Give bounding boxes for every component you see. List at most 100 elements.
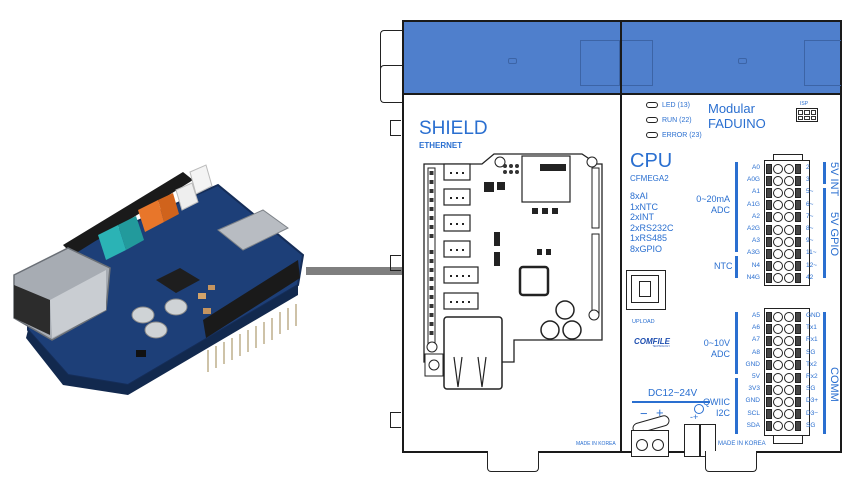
- terminal-release-tab[interactable]: [795, 360, 801, 371]
- terminal-hole[interactable]: [784, 311, 794, 322]
- terminal-hole[interactable]: [773, 396, 783, 407]
- terminal-hole[interactable]: [784, 248, 794, 259]
- terminal-release-tab[interactable]: [766, 200, 772, 211]
- terminal-hole[interactable]: [784, 200, 794, 211]
- terminal-release-tab[interactable]: [795, 200, 801, 211]
- terminal-release-tab[interactable]: [766, 187, 772, 198]
- terminal-hole[interactable]: [773, 360, 783, 371]
- terminal-hole[interactable]: [784, 409, 794, 420]
- lower-terminal-row[interactable]: [766, 383, 801, 396]
- terminal-hole[interactable]: [773, 409, 783, 420]
- terminal-hole[interactable]: [773, 187, 783, 198]
- upper-terminal-row[interactable]: [766, 235, 801, 248]
- terminal-hole[interactable]: [773, 323, 783, 334]
- terminal-hole[interactable]: [784, 163, 794, 174]
- terminal-hole[interactable]: [784, 360, 794, 371]
- terminal-hole[interactable]: [784, 348, 794, 359]
- terminal-release-tab[interactable]: [795, 224, 801, 235]
- terminal-release-tab[interactable]: [766, 360, 772, 371]
- terminal-hole[interactable]: [773, 248, 783, 259]
- terminal-release-tab[interactable]: [766, 261, 772, 272]
- terminal-release-tab[interactable]: [766, 421, 772, 432]
- terminal-hole[interactable]: [784, 187, 794, 198]
- lower-terminal-row[interactable]: [766, 371, 801, 384]
- terminal-release-tab[interactable]: [795, 323, 801, 334]
- terminal-hole[interactable]: [784, 175, 794, 186]
- upper-terminal-row[interactable]: [766, 272, 801, 285]
- terminal-release-tab[interactable]: [795, 248, 801, 259]
- upper-terminal-row[interactable]: [766, 223, 801, 236]
- lower-terminal-row[interactable]: [766, 420, 801, 433]
- terminal-hole[interactable]: [773, 236, 783, 247]
- terminal-release-tab[interactable]: [766, 311, 772, 322]
- terminal-hole[interactable]: [773, 348, 783, 359]
- usb-upload-port[interactable]: [626, 270, 666, 310]
- terminal-release-tab[interactable]: [795, 421, 801, 432]
- terminal-hole[interactable]: [784, 224, 794, 235]
- upper-terminal-row[interactable]: [766, 174, 801, 187]
- terminal-hole[interactable]: [784, 335, 794, 346]
- upper-terminal-row[interactable]: [766, 199, 801, 212]
- terminal-hole[interactable]: [773, 163, 783, 174]
- lower-terminal-row[interactable]: [766, 310, 801, 323]
- terminal-hole[interactable]: [784, 372, 794, 383]
- terminal-release-tab[interactable]: [766, 163, 772, 174]
- terminal-release-tab[interactable]: [766, 224, 772, 235]
- terminal-release-tab[interactable]: [795, 396, 801, 407]
- lower-terminal-row[interactable]: [766, 359, 801, 372]
- terminal-release-tab[interactable]: [795, 372, 801, 383]
- terminal-release-tab[interactable]: [795, 261, 801, 272]
- terminal-release-tab[interactable]: [795, 236, 801, 247]
- upper-terminal-row[interactable]: [766, 247, 801, 260]
- terminal-hole[interactable]: [773, 384, 783, 395]
- terminal-release-tab[interactable]: [766, 335, 772, 346]
- terminal-hole[interactable]: [784, 396, 794, 407]
- terminal-release-tab[interactable]: [795, 187, 801, 198]
- terminal-hole[interactable]: [773, 372, 783, 383]
- terminal-release-tab[interactable]: [795, 212, 801, 223]
- terminal-release-tab[interactable]: [766, 409, 772, 420]
- lower-terminal-row[interactable]: [766, 395, 801, 408]
- terminal-release-tab[interactable]: [766, 348, 772, 359]
- terminal-hole[interactable]: [784, 212, 794, 223]
- terminal-hole[interactable]: [784, 236, 794, 247]
- terminal-release-tab[interactable]: [766, 372, 772, 383]
- terminal-hole[interactable]: [784, 384, 794, 395]
- terminal-hole[interactable]: [784, 261, 794, 272]
- terminal-release-tab[interactable]: [795, 335, 801, 346]
- terminal-hole[interactable]: [773, 224, 783, 235]
- terminal-release-tab[interactable]: [795, 175, 801, 186]
- lower-terminal-row[interactable]: [766, 334, 801, 347]
- upper-terminal-row[interactable]: [766, 260, 801, 273]
- terminal-hole[interactable]: [784, 421, 794, 432]
- terminal-release-tab[interactable]: [795, 273, 801, 284]
- upper-terminal-row[interactable]: [766, 211, 801, 224]
- terminal-hole[interactable]: [784, 273, 794, 284]
- terminal-hole[interactable]: [773, 175, 783, 186]
- terminal-hole[interactable]: [773, 212, 783, 223]
- terminal-release-tab[interactable]: [766, 212, 772, 223]
- upper-terminal-row[interactable]: [766, 186, 801, 199]
- terminal-hole[interactable]: [784, 323, 794, 334]
- terminal-hole[interactable]: [773, 421, 783, 432]
- terminal-release-tab[interactable]: [766, 175, 772, 186]
- terminal-hole[interactable]: [773, 200, 783, 211]
- lower-terminal-row[interactable]: [766, 408, 801, 421]
- terminal-hole[interactable]: [773, 335, 783, 346]
- upper-terminal-row[interactable]: [766, 162, 801, 175]
- terminal-release-tab[interactable]: [795, 348, 801, 359]
- terminal-release-tab[interactable]: [795, 409, 801, 420]
- lower-terminal-row[interactable]: [766, 322, 801, 335]
- terminal-release-tab[interactable]: [766, 396, 772, 407]
- terminal-hole[interactable]: [773, 273, 783, 284]
- terminal-release-tab[interactable]: [795, 311, 801, 322]
- terminal-release-tab[interactable]: [795, 163, 801, 174]
- terminal-release-tab[interactable]: [766, 273, 772, 284]
- terminal-release-tab[interactable]: [766, 236, 772, 247]
- terminal-release-tab[interactable]: [766, 248, 772, 259]
- terminal-release-tab[interactable]: [795, 384, 801, 395]
- power-terminal-block[interactable]: [631, 430, 669, 457]
- terminal-hole[interactable]: [773, 311, 783, 322]
- terminal-release-tab[interactable]: [766, 323, 772, 334]
- terminal-release-tab[interactable]: [766, 384, 772, 395]
